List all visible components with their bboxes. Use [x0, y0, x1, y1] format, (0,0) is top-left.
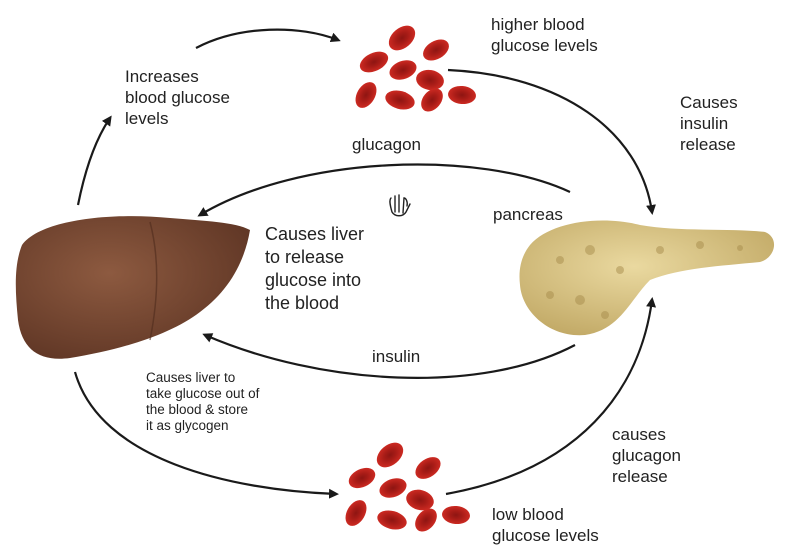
label-liver-release-glucose: Causes liver to release glucose into the…	[265, 224, 365, 313]
blood-cells-low	[345, 442, 470, 532]
arrow-liver-to-increase	[76, 115, 112, 206]
label-glucagon: glucagon	[352, 135, 422, 154]
label-higher-blood-glucose: higher blood glucose levels	[491, 15, 598, 55]
arrow-increase-to-high	[195, 28, 341, 49]
arrow-liver-to-low	[73, 371, 339, 499]
hand-cursor-icon	[389, 194, 411, 217]
arrow-low-to-pancreas	[445, 297, 657, 496]
label-low-blood-glucose: low blood glucose levels	[492, 505, 599, 545]
label-liver-store-glycogen: Causes liver to take glucose out of the …	[146, 370, 260, 433]
arrow-insulin	[202, 333, 576, 379]
label-increases-blood-glucose: Increases blood glucose levels	[125, 67, 230, 128]
blood-cells-high	[355, 25, 476, 112]
arrow-glucagon	[197, 163, 571, 217]
pancreas-image	[519, 220, 775, 336]
label-pancreas: pancreas	[493, 205, 563, 224]
label-causes-glucagon-release: causes glucagon release	[612, 425, 682, 486]
label-insulin: insulin	[372, 347, 421, 366]
arrow-high-to-pancreas	[447, 68, 656, 215]
label-causes-insulin-release: Causes insulin release	[680, 93, 738, 154]
liver-image	[15, 216, 251, 359]
